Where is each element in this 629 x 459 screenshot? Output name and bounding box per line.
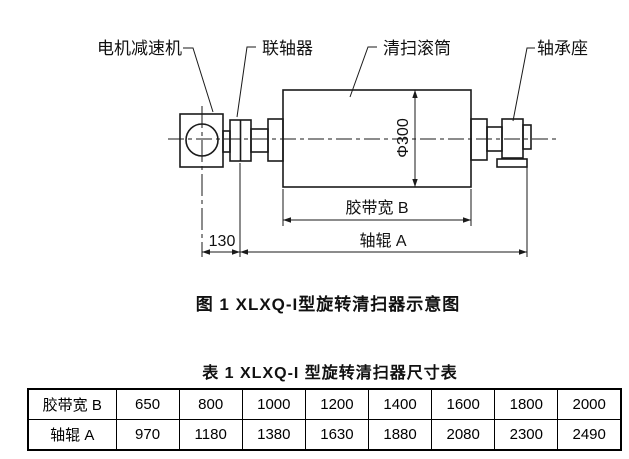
offset-dim-label: 130 bbox=[209, 233, 236, 250]
bearing-leader-line bbox=[512, 47, 535, 122]
belt-width-dim-label: 胶带宽 B bbox=[345, 199, 408, 217]
arrowhead bbox=[232, 249, 240, 255]
arrowhead bbox=[412, 179, 418, 187]
dimension-arrowheads bbox=[202, 90, 527, 255]
table-cell: 2080 bbox=[431, 419, 496, 451]
table-cell: 1380 bbox=[241, 419, 306, 451]
table-cell: 800 bbox=[178, 388, 243, 420]
arrowhead bbox=[463, 217, 471, 223]
motor-output-stub bbox=[222, 130, 231, 153]
coupling-label: 联轴器 bbox=[262, 39, 313, 58]
arrowhead bbox=[283, 217, 291, 223]
table-row: 轴辊 A 970 1180 1380 1630 1880 2080 2300 2… bbox=[27, 419, 622, 451]
table-row-header: 轴辊 A bbox=[27, 419, 117, 451]
dimension-lines bbox=[202, 90, 527, 253]
table-cell: 1880 bbox=[367, 419, 433, 451]
table-cell: 1200 bbox=[304, 388, 370, 420]
table-cell: 2000 bbox=[557, 388, 622, 420]
table-cell: 1000 bbox=[241, 388, 306, 420]
arrowhead bbox=[519, 249, 527, 255]
roller-dim-label: 轴辊 A bbox=[359, 232, 406, 250]
arrowhead bbox=[412, 90, 418, 98]
table-row-header: 胶带宽 B bbox=[27, 388, 117, 420]
arrowhead bbox=[202, 249, 210, 255]
table-cell: 1800 bbox=[494, 388, 559, 420]
machine-parts bbox=[179, 89, 532, 188]
table-cell: 1630 bbox=[304, 419, 370, 451]
centerlines bbox=[168, 106, 558, 257]
arrowhead bbox=[240, 249, 248, 255]
table-cell: 2490 bbox=[557, 419, 622, 451]
table-cell: 1600 bbox=[431, 388, 496, 420]
table-row: 胶带宽 B 650 800 1000 1200 1400 1600 1800 2… bbox=[27, 388, 622, 420]
table-cell: 1400 bbox=[367, 388, 433, 420]
drum-leader-line bbox=[349, 46, 377, 98]
table-cell: 2300 bbox=[494, 419, 559, 451]
dimension-table: 胶带宽 B 650 800 1000 1200 1400 1600 1800 2… bbox=[27, 388, 622, 451]
left-shaft bbox=[250, 128, 269, 153]
motor-leader-line bbox=[183, 47, 214, 113]
bearing-label: 轴承座 bbox=[537, 39, 588, 58]
dimension-labels: Φ300 胶带宽 B 轴辊 A 130 bbox=[209, 118, 412, 250]
leader-lines bbox=[183, 46, 535, 122]
table-title: 表 1 XLXQ-I 型旋转清扫器尺寸表 bbox=[202, 365, 458, 382]
left-hub bbox=[267, 118, 284, 162]
motor-label: 电机减速机 bbox=[97, 39, 182, 58]
table-cell: 650 bbox=[115, 388, 180, 420]
table-cell: 970 bbox=[115, 419, 180, 451]
figure-caption: 图 1 XLXQ-I型旋转清扫器示意图 bbox=[195, 295, 461, 314]
coupling-leader-line bbox=[236, 46, 256, 118]
diameter-dim-label: Φ300 bbox=[395, 118, 412, 158]
bearing-end-cap bbox=[522, 124, 532, 150]
bearing-base bbox=[496, 158, 528, 168]
part-labels: 电机减速机 联轴器 清扫滚筒 轴承座 bbox=[97, 39, 588, 58]
drum-label: 清扫滚筒 bbox=[383, 39, 451, 58]
table-cell: 1180 bbox=[178, 419, 243, 451]
schematic-drawing: 电机减速机 联轴器 清扫滚筒 轴承座 Φ300 胶带宽 B 轴辊 A 130 bbox=[97, 39, 588, 257]
